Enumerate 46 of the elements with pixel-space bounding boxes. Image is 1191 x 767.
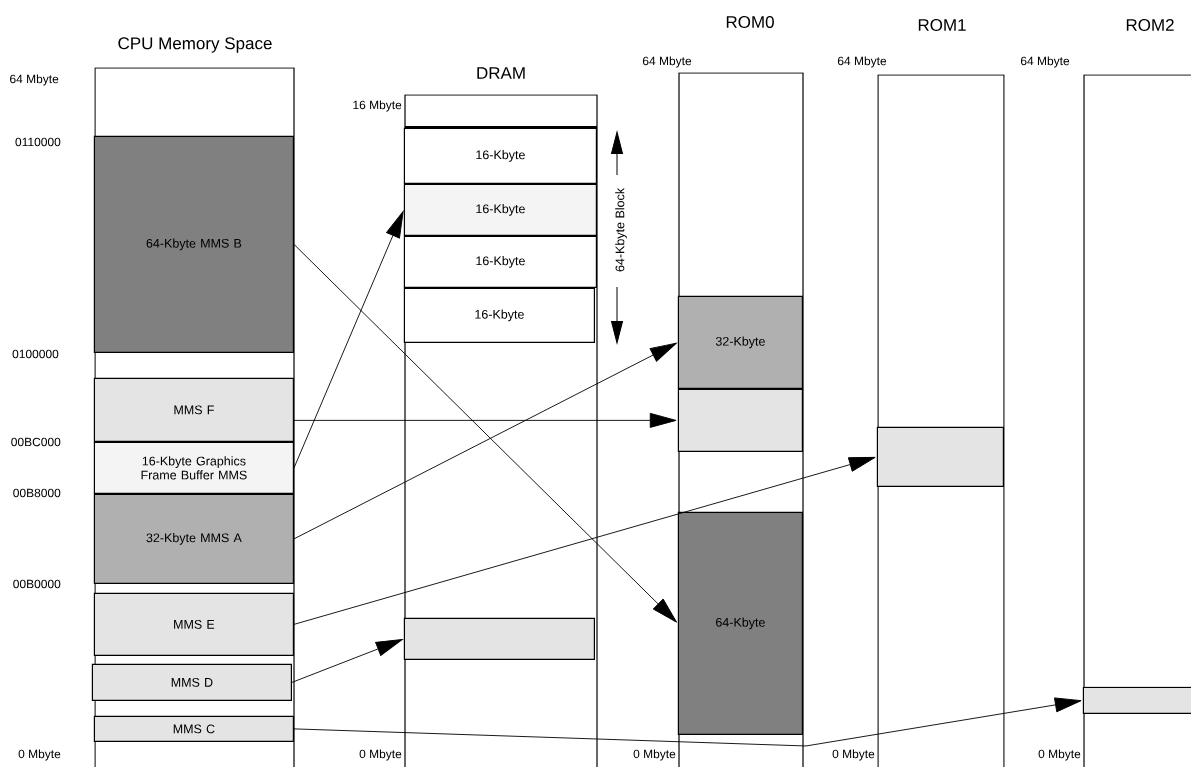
memory-block: 32-Kbyte xyxy=(677,295,803,389)
address-label: 64 Mbyte xyxy=(10,74,59,86)
arrow xyxy=(293,456,876,625)
dimension-label: 64-Kbyte Block xyxy=(614,186,628,273)
address-label: 0 Mbyte xyxy=(633,749,676,761)
memory-block: 64-Kbyte MMS B xyxy=(93,135,294,353)
memory-block: 16-Kbyte xyxy=(403,287,595,343)
memory-block: MMS F xyxy=(93,377,294,442)
node-label: ROM2 xyxy=(1126,18,1174,32)
memory-block: MMS E xyxy=(93,592,294,656)
address-label: 0 Mbyte xyxy=(18,749,61,761)
address-label: 64 Mbyte xyxy=(642,56,692,68)
address-label: 00BC000 xyxy=(11,437,61,447)
memory-block xyxy=(876,426,1004,487)
arrow xyxy=(293,342,677,540)
arrow xyxy=(293,697,1082,747)
address-label: 16 Mbyte xyxy=(353,100,402,112)
memory-block xyxy=(403,617,595,660)
address-label: 0 Mbyte xyxy=(832,749,875,761)
node-label: DRAM xyxy=(477,67,525,79)
address-label: 64 Mbyte xyxy=(837,56,887,68)
arrow xyxy=(291,639,403,683)
address-label: 00B8000 xyxy=(13,488,61,498)
node-label: ROM1 xyxy=(918,18,966,32)
address-label: 0110000 xyxy=(15,137,61,147)
address-label: 0 Mbyte xyxy=(1038,749,1081,761)
memory-block: 32-Kbyte MMS A xyxy=(93,493,294,584)
memory-block: MMS D xyxy=(91,663,292,701)
memory-block xyxy=(1082,686,1191,714)
address-label: 0100000 xyxy=(12,349,59,359)
memory-block: 16-Kbyte xyxy=(403,183,597,236)
memory-block: 64-Kbyte xyxy=(677,511,803,735)
memory-block: 16-Kbyte xyxy=(403,235,597,288)
node-label: CPU Memory Space xyxy=(118,37,272,53)
arrow xyxy=(293,211,404,469)
node-label: ROM0 xyxy=(726,15,774,29)
address-label: 00B0000 xyxy=(13,579,61,589)
memory-block xyxy=(677,388,803,452)
memory-block: MMS C xyxy=(93,715,294,742)
memory-column: ROM2 xyxy=(1083,18,1191,767)
arrow xyxy=(293,243,678,623)
arrow xyxy=(293,412,677,428)
memory-block: 16-Kbyte xyxy=(403,127,597,184)
memory-block: 16-Kbyte Graphics Frame Buffer MMS xyxy=(93,441,294,494)
address-label: 0 Mbyte xyxy=(359,749,402,761)
address-label: 64 Mbyte xyxy=(1020,56,1070,68)
